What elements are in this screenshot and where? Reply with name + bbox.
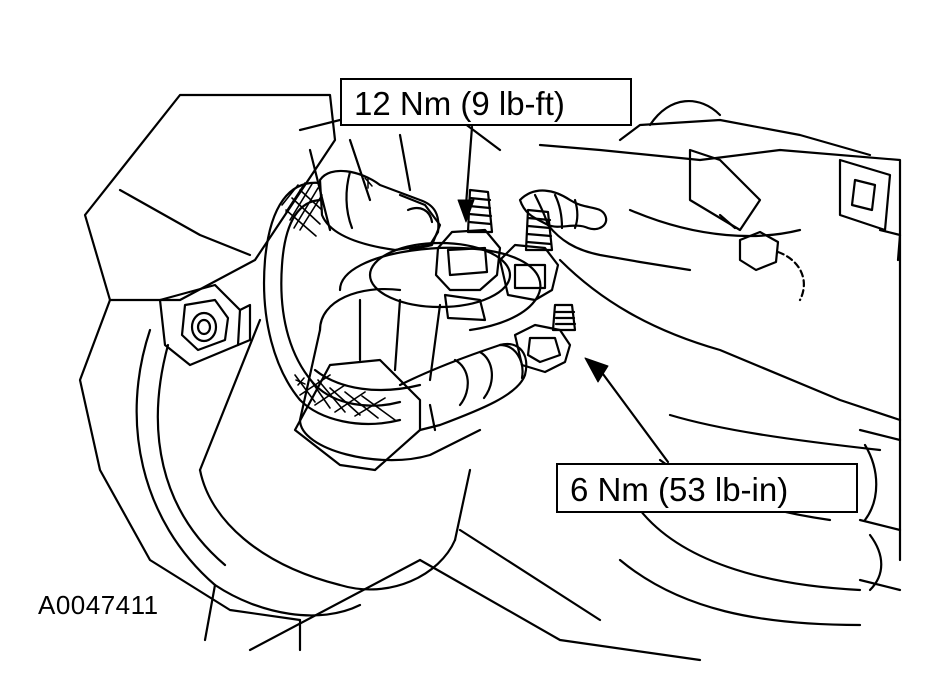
lower-connector — [293, 303, 577, 472]
mounting-nut — [158, 283, 252, 367]
braided-hose — [262, 177, 402, 426]
upper-arrow-head — [457, 199, 475, 223]
background-frame — [78, 93, 902, 662]
leader-lines — [457, 125, 670, 464]
upper-connector — [318, 169, 442, 252]
lower-torque-callout: 6 Nm (53 lb-in) — [556, 463, 858, 513]
lower-arrow-head — [584, 357, 609, 383]
figure-id-label: A0047411 — [38, 590, 159, 620]
right-bolt — [718, 213, 805, 302]
upper-terminals — [434, 188, 692, 322]
upper-torque-callout: 12 Nm (9 lb-ft) — [340, 78, 632, 126]
